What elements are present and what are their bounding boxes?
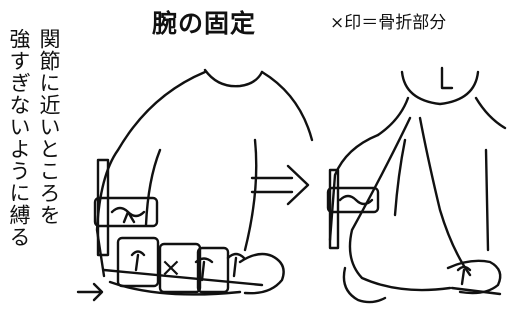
left-figure bbox=[76, 68, 314, 302]
right-shoulder-left bbox=[328, 133, 380, 242]
left-pointer-arrow bbox=[76, 282, 104, 302]
right-jaw bbox=[400, 70, 480, 106]
right-upper-knot bbox=[338, 194, 374, 206]
legend-note: ×印＝骨折部分 bbox=[330, 13, 447, 33]
left-neck bbox=[203, 68, 264, 88]
left-hand bbox=[238, 252, 285, 295]
right-upper-bandage bbox=[326, 186, 380, 214]
left-bandage-3 bbox=[196, 246, 230, 294]
left-knot-2 bbox=[194, 257, 214, 282]
left-splint-lower bbox=[102, 268, 264, 287]
right-nose bbox=[440, 66, 454, 90]
sling-strap bbox=[418, 116, 472, 277]
left-upper-bandage bbox=[93, 196, 159, 228]
left-chest-line bbox=[243, 138, 258, 252]
sling-main bbox=[348, 116, 452, 292]
left-upper-arm-outline bbox=[95, 70, 207, 278]
right-hand-knot bbox=[456, 265, 472, 286]
left-bandage-1 bbox=[116, 236, 160, 288]
sling-fold bbox=[393, 138, 407, 217]
right-body-line bbox=[484, 148, 490, 252]
sling-tip bbox=[342, 266, 387, 304]
transition-arrow bbox=[250, 164, 310, 206]
instruction-line-1: 関節に近いところを bbox=[37, 28, 61, 226]
right-splint bbox=[328, 168, 340, 250]
instruction-line-2: 強すぎないように縛る bbox=[7, 28, 31, 248]
left-bandage-2 bbox=[158, 242, 202, 294]
right-figure bbox=[326, 66, 507, 304]
left-shoulder-right bbox=[260, 70, 314, 142]
page-title: 腕の固定 bbox=[152, 9, 257, 38]
left-knot-3 bbox=[226, 252, 246, 278]
left-splint-upper bbox=[96, 158, 110, 257]
right-neck-right bbox=[474, 96, 507, 130]
fracture-mark: × bbox=[160, 253, 182, 283]
right-neck-left bbox=[376, 96, 410, 137]
right-hand-splint bbox=[450, 286, 502, 296]
left-inner-arm bbox=[144, 148, 162, 227]
left-upper-knot bbox=[110, 206, 146, 224]
left-knot-1 bbox=[130, 250, 146, 272]
